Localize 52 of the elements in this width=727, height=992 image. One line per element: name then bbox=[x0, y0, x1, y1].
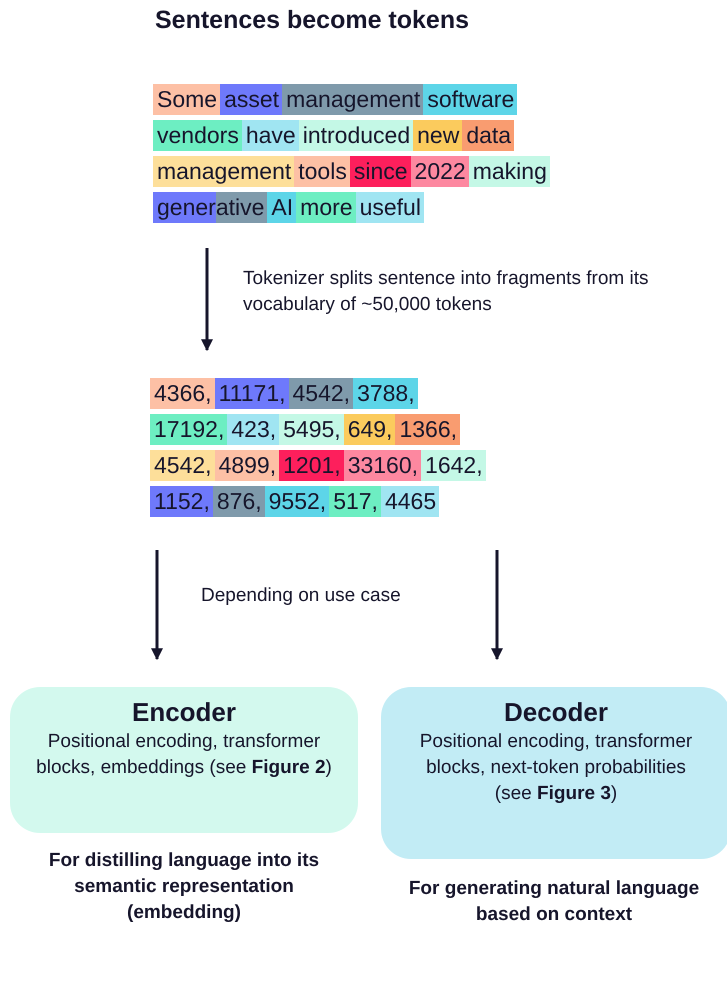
edge-label: Tokenizer splits sentence into fragments from its vocabulary of ~50,000 tokens bbox=[243, 267, 650, 317]
token: 11171, bbox=[214, 378, 288, 409]
token: 649, bbox=[344, 414, 396, 445]
token: 4542, bbox=[150, 450, 215, 481]
token: 4899, bbox=[214, 450, 280, 481]
card-description: Positional encoding, transformer blocks, next-token probabilities (see Figure 3) bbox=[418, 730, 694, 806]
token: AI bbox=[267, 192, 296, 223]
card-description: Positional encoding, transformer blocks, embeddings (see Figure 2) bbox=[35, 730, 333, 780]
token: tools bbox=[294, 156, 350, 187]
token: making bbox=[468, 156, 550, 187]
token: have bbox=[242, 120, 299, 151]
note: Depending on use case bbox=[201, 584, 401, 608]
token: 517, bbox=[329, 486, 381, 517]
model-card bbox=[10, 687, 358, 833]
token: 423, bbox=[227, 414, 280, 445]
token: 4366, bbox=[150, 378, 215, 409]
token: 1366, bbox=[395, 414, 460, 445]
model-card bbox=[381, 687, 727, 859]
arrow bbox=[491, 550, 503, 660]
token: 876, bbox=[212, 486, 265, 517]
diagram-title: Sentences become tokens bbox=[155, 6, 470, 35]
token: since bbox=[350, 156, 411, 187]
token: management bbox=[153, 156, 294, 187]
card-heading: Encoder bbox=[132, 696, 236, 729]
token: useful bbox=[356, 192, 424, 223]
token: 5495, bbox=[279, 414, 344, 445]
token: data bbox=[462, 120, 514, 151]
token: 33160, bbox=[344, 450, 422, 481]
token: ative bbox=[216, 192, 268, 223]
token: management bbox=[282, 84, 424, 115]
token: gener bbox=[153, 192, 216, 223]
token: software bbox=[423, 84, 518, 115]
token: 1152, bbox=[150, 486, 213, 517]
token: 9552, bbox=[264, 486, 330, 517]
token: vendors bbox=[153, 120, 242, 151]
token: 1642, bbox=[421, 450, 486, 481]
card-heading: Decoder bbox=[504, 696, 608, 729]
token: new bbox=[413, 120, 462, 151]
token: 1201, bbox=[279, 450, 344, 481]
token: 2022 bbox=[410, 156, 469, 187]
token: asset bbox=[220, 84, 282, 115]
use-description: For generating natural language based on context bbox=[408, 877, 700, 927]
arrow bbox=[151, 550, 163, 660]
token: 4542, bbox=[288, 378, 354, 409]
token: more bbox=[296, 192, 356, 223]
token: 4465 bbox=[380, 486, 440, 517]
token: Some bbox=[153, 84, 220, 115]
token: introduced bbox=[298, 120, 414, 151]
token: 3788, bbox=[353, 378, 418, 409]
use-description: For distilling language into its semantic representation (embedding) bbox=[48, 849, 320, 925]
token: 17192, bbox=[150, 414, 228, 445]
arrow bbox=[201, 248, 213, 352]
